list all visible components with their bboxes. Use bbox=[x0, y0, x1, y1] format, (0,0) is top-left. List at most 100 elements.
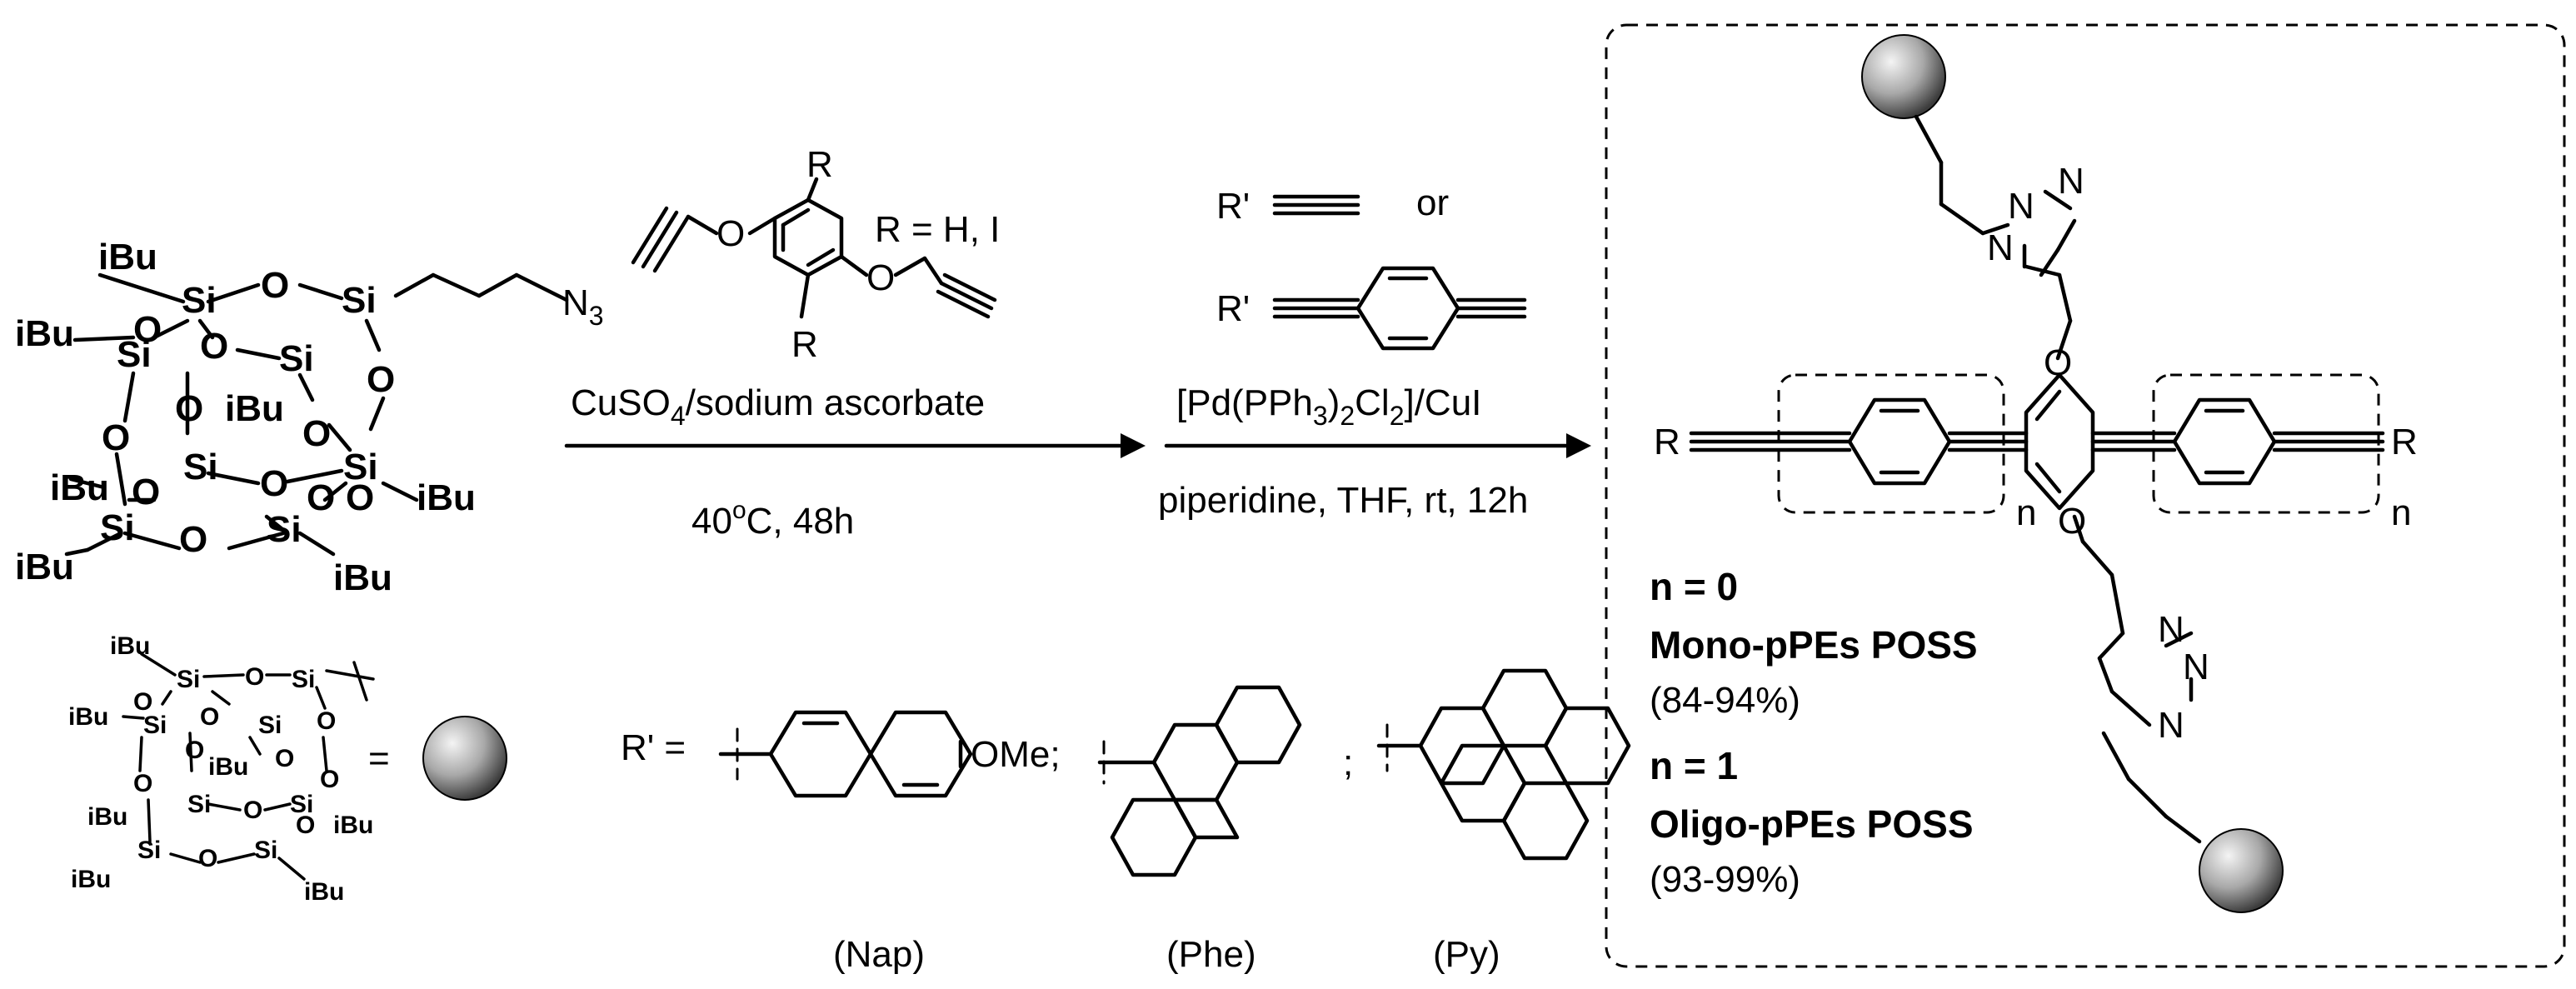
rprime-definitions: R' = OMe; ; (Nap) bbox=[621, 668, 1631, 975]
rprime-equals: R' = bbox=[621, 727, 686, 768]
o-label: O bbox=[317, 707, 336, 735]
py-label: (Py) bbox=[1433, 934, 1500, 975]
ibu-label: iBu bbox=[333, 557, 392, 598]
o-label: O bbox=[102, 417, 130, 458]
o-label: O bbox=[260, 463, 288, 504]
ibu-label: iBu bbox=[208, 753, 248, 781]
o-label: O bbox=[133, 770, 152, 797]
mono-product-name: Mono-pPEs POSS bbox=[1650, 623, 1978, 667]
o-label: O bbox=[133, 688, 152, 716]
si-label: Si bbox=[100, 507, 135, 548]
poss-sphere-legend: iBu Si O Si iBu Si O O Si O O O iBu O O … bbox=[68, 632, 507, 906]
product-frame bbox=[1605, 23, 2566, 968]
step2-catalyst: [Pd(PPh3)2Cl2]/CuI bbox=[1176, 382, 1481, 431]
ibu-label: iBu bbox=[50, 467, 109, 508]
ibu-label: iBu bbox=[71, 866, 111, 893]
step2-conditions: R' or R' [Pd(PPh3)2Cl2]/CuI piperidine, … bbox=[1158, 182, 1591, 521]
r-label: R bbox=[1654, 422, 1680, 462]
r-label: R bbox=[2391, 422, 2418, 462]
or-label: or bbox=[1416, 182, 1449, 223]
ibu-label: iBu bbox=[417, 477, 476, 518]
rprime-label: R' bbox=[1216, 288, 1250, 329]
si-label: Si bbox=[143, 712, 167, 739]
oligo-yield: (93-99%) bbox=[1650, 859, 1800, 900]
product-box: N N N O O N N N R R n n n = 0 Mono-pPEs … bbox=[1605, 23, 2566, 968]
ibu-label: iBu bbox=[333, 812, 373, 839]
si-label: Si bbox=[258, 712, 282, 739]
o-label: O bbox=[245, 663, 264, 691]
mono-yield: (84-94%) bbox=[1650, 680, 1800, 721]
si-label: Si bbox=[177, 666, 200, 693]
o-label: O bbox=[133, 309, 162, 350]
si-label: Si bbox=[187, 791, 211, 818]
n-label: N bbox=[2183, 647, 2209, 687]
o-label: O bbox=[200, 326, 228, 367]
ome-label: OMe; bbox=[971, 734, 1061, 775]
r-label: R bbox=[791, 324, 818, 365]
si-label: Si bbox=[183, 447, 218, 487]
si-label: Si bbox=[290, 791, 313, 818]
n-label: N bbox=[2058, 161, 2084, 202]
poss-sphere-icon bbox=[422, 716, 507, 801]
si-label: Si bbox=[182, 280, 217, 321]
o-label: O bbox=[175, 388, 203, 429]
o-label: O bbox=[302, 413, 331, 454]
poss-azide-reactant: iBu Si O Si N3 iBu O Si O Si O O iBu O O… bbox=[15, 237, 604, 598]
repeat-bracket-left bbox=[1777, 373, 2005, 514]
step2-arrowhead bbox=[1566, 433, 1591, 458]
si-label: Si bbox=[292, 666, 315, 693]
n-label: N bbox=[1987, 227, 2014, 268]
ibu-label: iBu bbox=[98, 237, 157, 277]
step1-catalyst: CuSO4/sodium ascorbate bbox=[571, 382, 985, 431]
si-label: Si bbox=[117, 334, 152, 375]
ibu-label: iBu bbox=[15, 547, 74, 587]
ibu-label: iBu bbox=[304, 878, 344, 906]
o-label: O bbox=[307, 477, 335, 518]
o-label: O bbox=[243, 797, 262, 824]
azide-label: N3 bbox=[562, 282, 604, 331]
si-label: Si bbox=[137, 837, 161, 864]
si-label: Si bbox=[342, 280, 377, 321]
equals-sign: = bbox=[368, 738, 390, 779]
ibu-label: iBu bbox=[110, 632, 150, 660]
ibu-label: iBu bbox=[15, 313, 74, 354]
step1-temperature: 40oC, 48h bbox=[691, 497, 854, 542]
si-label: Si bbox=[279, 338, 314, 379]
step1-conditions: O O R R R = H, I CuSO4/sodium ascorbate … bbox=[564, 144, 1146, 542]
o-label: O bbox=[346, 477, 374, 518]
n-label: N bbox=[2158, 609, 2184, 650]
o-label: O bbox=[716, 213, 745, 254]
repeat-n-label: n bbox=[2016, 492, 2036, 533]
o-label: O bbox=[275, 745, 294, 772]
phe-label: (Phe) bbox=[1166, 934, 1256, 975]
poss-sphere-icon bbox=[2199, 828, 2284, 913]
o-label: O bbox=[2044, 342, 2072, 383]
o-label: O bbox=[185, 737, 204, 764]
o-label: O bbox=[179, 519, 207, 560]
poss-sphere-icon bbox=[1861, 34, 1946, 119]
si-label: Si bbox=[343, 447, 378, 487]
o-label: O bbox=[261, 265, 289, 306]
o-label: O bbox=[198, 845, 217, 872]
repeat-n-label: n bbox=[2391, 492, 2411, 533]
step2-solvent-conditions: piperidine, THF, rt, 12h bbox=[1158, 480, 1528, 521]
ibu-label: iBu bbox=[68, 703, 108, 731]
ibu-label: iBu bbox=[87, 803, 127, 831]
r-definition: R = H, I bbox=[875, 209, 1000, 250]
separator: ; bbox=[1343, 742, 1353, 783]
si-label: Si bbox=[254, 837, 277, 864]
o-label: O bbox=[200, 703, 219, 731]
o-label: O bbox=[2058, 501, 2086, 542]
step1-arrowhead bbox=[1121, 433, 1146, 458]
nap-label: (Nap) bbox=[833, 934, 925, 975]
oligo-product-name: Oligo-pPEs POSS bbox=[1650, 802, 1974, 846]
rprime-label: R' bbox=[1216, 186, 1250, 227]
o-label: O bbox=[367, 359, 395, 400]
si-label: Si bbox=[267, 509, 302, 550]
o-label: O bbox=[866, 257, 895, 298]
n-label: N bbox=[2158, 705, 2184, 746]
n-label: N bbox=[2008, 186, 2034, 227]
o-label: O bbox=[296, 812, 315, 839]
o-label: O bbox=[132, 472, 160, 512]
